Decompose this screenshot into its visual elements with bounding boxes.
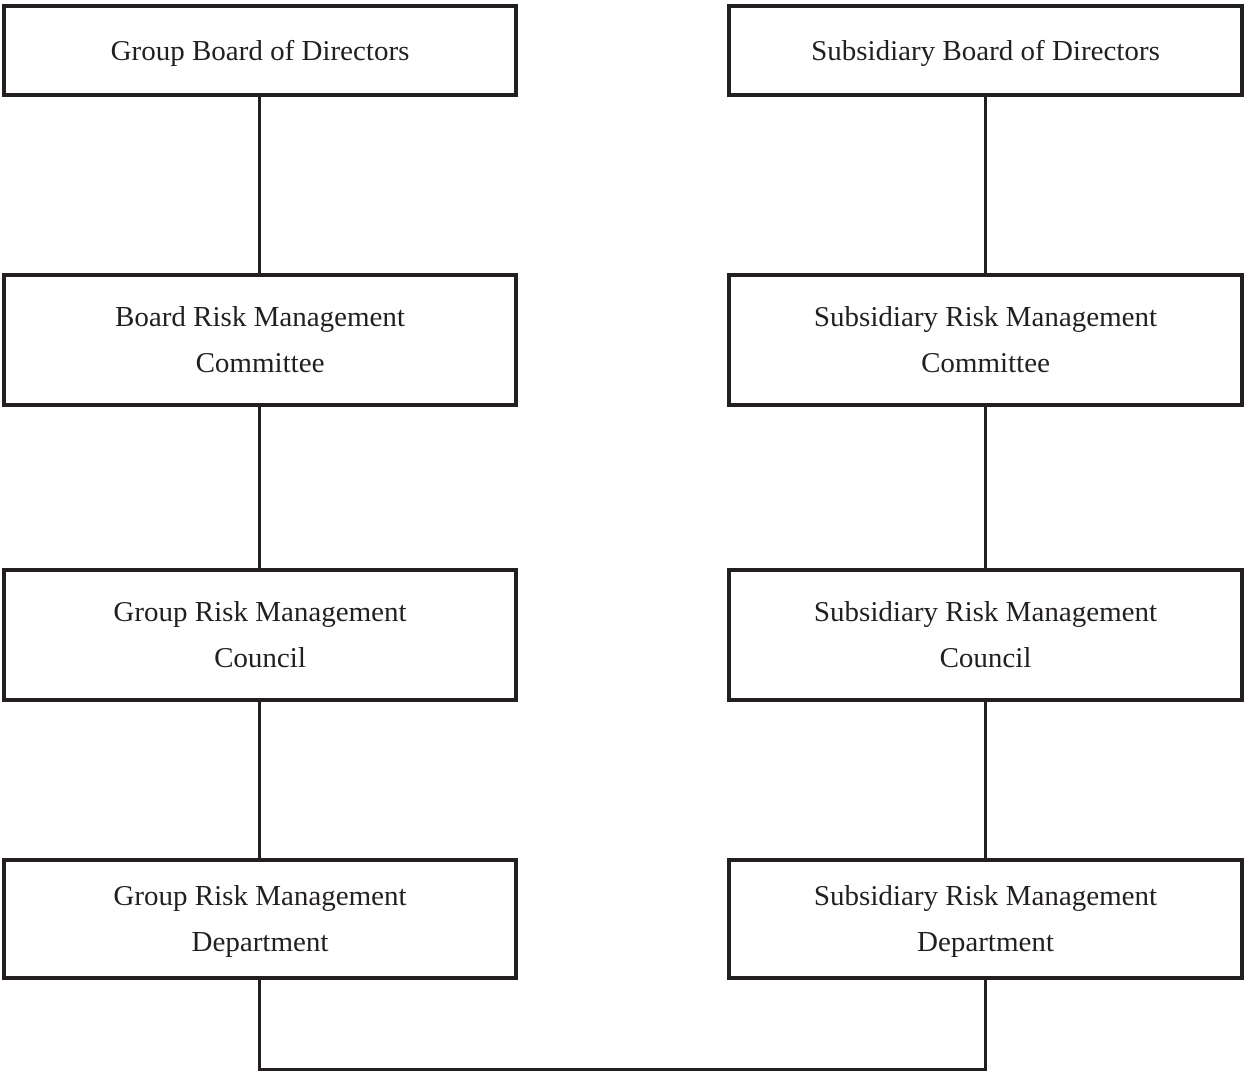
node-label-line: Council	[214, 642, 306, 674]
connector-bottom-rail	[258, 1068, 987, 1071]
node-label-line: Committee	[195, 347, 325, 379]
node-label-line: Subsidiary Risk Management	[813, 880, 1158, 912]
node-label-line: Subsidiary Risk Management	[813, 301, 1158, 333]
node-label-line: Board Risk Management	[115, 301, 405, 333]
connector-right-3-4	[984, 702, 987, 858]
node-label-line: Department	[917, 926, 1054, 958]
node-subsidiary-board-of-directors: Subsidiary Board of Directors	[727, 4, 1244, 97]
connector-right-1-2	[984, 97, 987, 273]
connector-right-department-down	[984, 980, 987, 1071]
node-label-line: Council	[939, 642, 1032, 674]
node-label-line: Committee	[921, 347, 1050, 379]
node-label-line: Department	[191, 926, 329, 958]
node-label-line: Subsidiary Board of Directors	[811, 34, 1160, 67]
node-label-line: Subsidiary Risk Management	[813, 596, 1158, 628]
node-group-board-of-directors: Group Board of Directors	[2, 4, 518, 97]
connector-left-1-2	[258, 97, 261, 273]
node-group-risk-management-department: Group Risk Management Department	[2, 858, 518, 980]
node-label-line: Group Risk Management	[113, 880, 407, 912]
connector-left-2-3	[258, 407, 261, 568]
node-label-line: Group Board of Directors	[110, 34, 410, 67]
connector-left-3-4	[258, 702, 261, 858]
node-label-line: Group Risk Management	[113, 596, 407, 628]
connector-right-2-3	[984, 407, 987, 568]
connector-left-department-down	[258, 980, 261, 1071]
node-subsidiary-risk-management-council: Subsidiary Risk Management Council	[727, 568, 1244, 702]
node-subsidiary-risk-management-department: Subsidiary Risk Management Department	[727, 858, 1244, 980]
node-group-risk-management-council: Group Risk Management Council	[2, 568, 518, 702]
node-board-risk-management-committee: Board Risk Management Committee	[2, 273, 518, 407]
node-subsidiary-risk-management-committee: Subsidiary Risk Management Committee	[727, 273, 1244, 407]
